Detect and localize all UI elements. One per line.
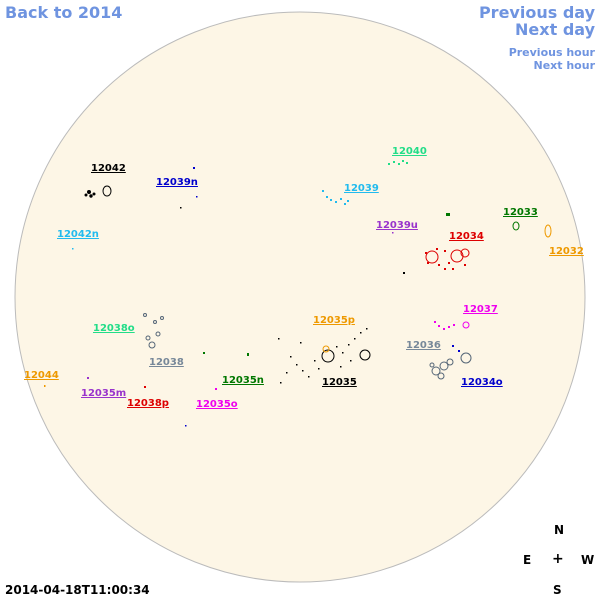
sunspots-12034 xyxy=(403,248,470,274)
next-day-link[interactable]: Next day xyxy=(515,20,595,39)
sunspots-12035 xyxy=(278,328,371,384)
region-label-12039[interactable]: 12039 xyxy=(344,183,379,194)
sunspots-12042 xyxy=(84,185,112,198)
region-label-12039n[interactable]: 12039n xyxy=(156,177,198,188)
region-label-12034[interactable]: 12034 xyxy=(449,231,484,242)
sunspots-12037 xyxy=(434,321,470,330)
sunspots-12033 xyxy=(446,213,520,231)
region-label-12035[interactable]: 12035 xyxy=(322,377,357,388)
sunspots-12036 xyxy=(429,352,472,380)
region-label-12034o[interactable]: 12034o xyxy=(461,377,503,388)
sunspots-misc xyxy=(44,232,394,427)
region-label-12040[interactable]: 12040 xyxy=(392,146,427,157)
region-label-12038[interactable]: 12038 xyxy=(149,357,184,368)
region-label-12044[interactable]: 12044 xyxy=(24,370,59,381)
next-hour-link[interactable]: Next hour xyxy=(533,59,596,72)
sunspots-12038 xyxy=(143,313,164,349)
compass-west: W xyxy=(581,553,595,567)
sunspots-12040 xyxy=(388,160,408,165)
region-label-12035p[interactable]: 12035p xyxy=(313,315,355,326)
region-label-12038p[interactable]: 12038p xyxy=(127,398,169,409)
sunspots-12034o xyxy=(452,345,460,352)
previous-hour-link[interactable]: Previous hour xyxy=(508,46,595,59)
region-label-12035m[interactable]: 12035m xyxy=(81,388,126,399)
region-label-12032[interactable]: 12032 xyxy=(549,246,584,257)
solar-disk xyxy=(14,11,586,583)
region-label-12035o[interactable]: 12035o xyxy=(196,399,238,410)
region-label-12036[interactable]: 12036 xyxy=(406,340,441,351)
region-label-12039u[interactable]: 12039u xyxy=(376,220,418,231)
region-label-12042[interactable]: 12042 xyxy=(91,163,126,174)
observation-timestamp: 2014-04-18T11:00:34 xyxy=(5,583,150,597)
region-label-12037[interactable]: 12037 xyxy=(463,304,498,315)
region-label-12038o[interactable]: 12038o xyxy=(93,323,135,334)
previous-day-link[interactable]: Previous day xyxy=(478,3,595,22)
back-to-year-link[interactable]: Back to 2014 xyxy=(5,3,123,22)
compass-center: + xyxy=(552,551,564,567)
compass-north: N xyxy=(554,523,565,537)
compass-south: S xyxy=(553,583,562,597)
sunspots-12032 xyxy=(544,224,552,238)
compass-east: E xyxy=(523,553,532,567)
sunspots-12039 xyxy=(322,190,349,205)
sunspots-12039n xyxy=(180,167,198,209)
region-label-12042n[interactable]: 12042n xyxy=(57,229,99,240)
region-label-12033[interactable]: 12033 xyxy=(503,207,538,218)
region-label-12035n[interactable]: 12035n xyxy=(222,375,264,386)
